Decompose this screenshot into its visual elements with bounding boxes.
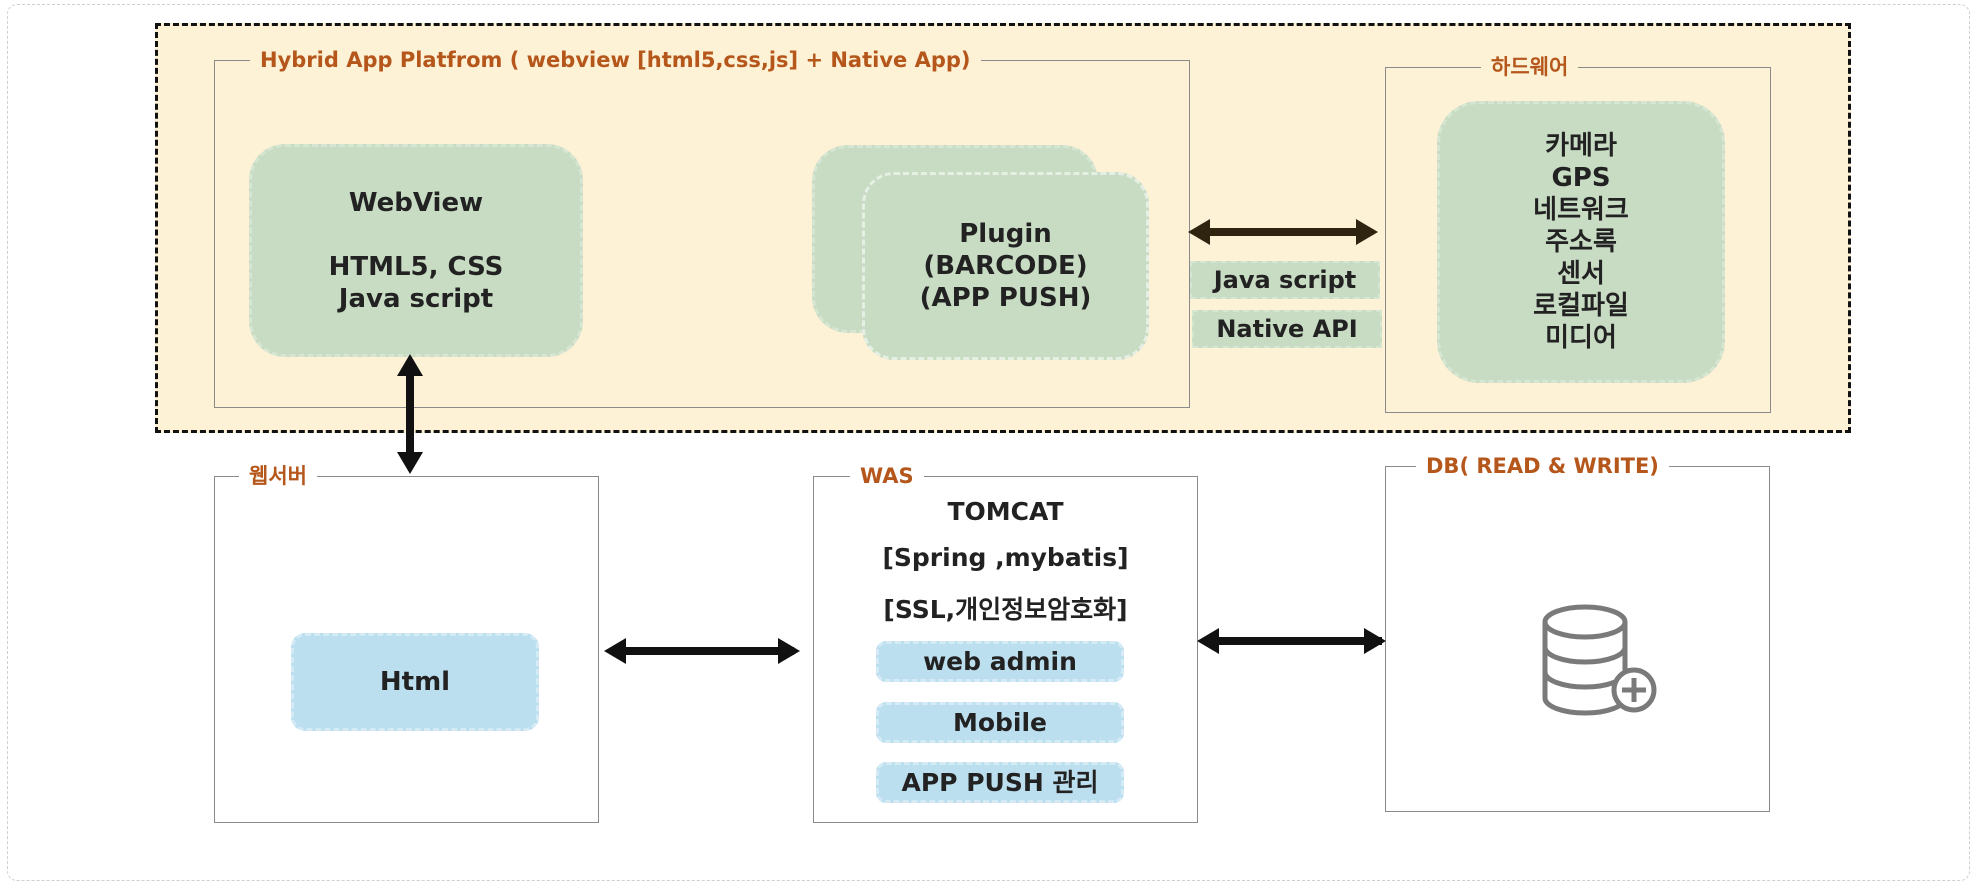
javascript-tag: Java script: [1190, 261, 1380, 299]
was-security-line: [SSL,개인정보암호화]: [883, 595, 1128, 624]
plugin-box: Plugin (BARCODE) (APP PUSH): [862, 172, 1149, 360]
db-group-title: DB( READ & WRITE): [1416, 454, 1669, 478]
was-tomcat-line: TOMCAT: [947, 497, 1064, 526]
plugin-barcode-line: (BARCODE): [923, 251, 1088, 281]
was-item-mobile-label: Mobile: [952, 707, 1048, 737]
was-item-web-admin-label: web admin: [923, 646, 1077, 676]
hybrid-app-group: Hybrid App Platfrom ( webview [html5,css…: [214, 48, 1190, 408]
hardware-group: 하드웨어: [1385, 55, 1771, 413]
webview-box: WebView HTML5, CSS Java script: [249, 144, 583, 357]
hardware-item-sensor: 센서: [1557, 259, 1605, 289]
plugin-hardware-arrow: [1188, 219, 1378, 245]
was-db-arrow: [1197, 628, 1386, 654]
plugin-title: Plugin: [959, 219, 1052, 249]
webview-script-line: Java script: [338, 283, 494, 314]
hardware-item-camera: 카메라: [1545, 131, 1617, 161]
webview-title: WebView: [348, 187, 484, 218]
webview-tech-line: HTML5, CSS: [328, 251, 504, 282]
was-item-web-admin: web admin: [876, 641, 1124, 682]
html-box: Html: [291, 633, 539, 731]
hardware-item-gps: GPS: [1551, 163, 1611, 193]
was-framework-line: [Spring ,mybatis]: [882, 543, 1129, 572]
webserver-group-title: 웹서버: [239, 464, 317, 488]
hardware-item-contacts: 주소록: [1545, 227, 1617, 257]
was-item-mobile: Mobile: [876, 702, 1124, 743]
hybrid-app-group-title: Hybrid App Platfrom ( webview [html5,css…: [250, 48, 981, 72]
webserver-was-arrow: [604, 638, 800, 664]
diagram-frame: [7, 4, 1970, 881]
was-item-app-push: APP PUSH 관리: [876, 762, 1124, 803]
html-label: Html: [379, 667, 451, 697]
native-api-tag: Native API: [1192, 310, 1382, 348]
database-add-icon: [1542, 604, 1657, 716]
hardware-item-network: 네트워크: [1533, 195, 1629, 225]
was-group-title: WAS: [850, 464, 924, 488]
hardware-group-title: 하드웨어: [1481, 55, 1579, 79]
hardware-item-local-file: 로컬파일: [1533, 291, 1629, 321]
was-item-app-push-label: APP PUSH 관리: [901, 767, 1099, 797]
webview-webserver-arrow: [397, 354, 423, 474]
hardware-box: 카메라 GPS 네트워크 주소록 센서 로컬파일 미디어: [1437, 101, 1725, 383]
hardware-item-media: 미디어: [1545, 323, 1617, 353]
plugin-push-line: (APP PUSH): [919, 283, 1092, 313]
